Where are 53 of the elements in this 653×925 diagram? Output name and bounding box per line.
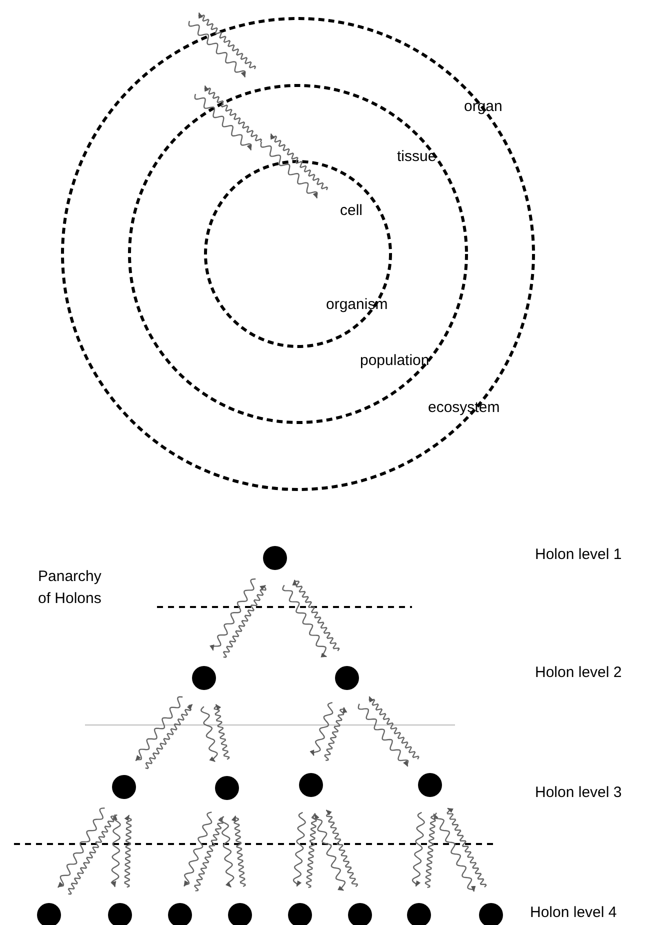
holon-dot bbox=[37, 903, 61, 925]
holon-dot bbox=[418, 773, 442, 797]
wavy-arrow bbox=[358, 704, 409, 767]
wavy-arrow bbox=[446, 808, 487, 888]
wavy-arrow bbox=[184, 812, 212, 887]
holon-dot bbox=[215, 776, 239, 800]
wavy-arrow bbox=[124, 814, 132, 888]
level-label: population bbox=[360, 352, 430, 369]
wavy-arrow bbox=[282, 584, 328, 658]
wavy-arrow bbox=[58, 808, 105, 888]
wavy-arrow bbox=[312, 812, 346, 891]
holon-dot bbox=[168, 903, 192, 925]
level-label: cell bbox=[340, 202, 363, 219]
holon-dot bbox=[299, 773, 323, 797]
level-label: organism bbox=[326, 296, 388, 313]
wavy-arrow bbox=[110, 814, 121, 888]
wavy-arrow bbox=[292, 579, 340, 652]
level-label: Holon level 3 bbox=[535, 784, 622, 801]
diagram-note: Panarchy of Holons bbox=[38, 567, 102, 609]
wavy-arrow bbox=[326, 810, 358, 888]
holon-dot bbox=[112, 775, 136, 799]
level-label: Holon level 1 bbox=[535, 546, 622, 563]
wavy-arrow bbox=[68, 814, 118, 895]
level-label: ecosystem bbox=[428, 399, 500, 416]
wavy-arrow bbox=[424, 813, 438, 888]
holon-dot bbox=[228, 903, 252, 925]
wavy-arrow bbox=[145, 704, 193, 770]
wavy-arrow bbox=[292, 812, 306, 887]
wavy-arrow bbox=[210, 578, 256, 651]
wavy-arrow bbox=[194, 816, 224, 892]
holon-dot bbox=[348, 903, 372, 925]
wavy-arrow bbox=[310, 702, 334, 756]
wavy-arrow bbox=[220, 816, 234, 888]
wavy-arrow bbox=[222, 585, 266, 658]
wavy-arrow bbox=[214, 704, 230, 760]
level-label: organ bbox=[464, 98, 502, 115]
wavy-arrow bbox=[434, 812, 476, 892]
wavy-arrow bbox=[412, 812, 425, 887]
holon-dot bbox=[263, 546, 287, 570]
holon-dot bbox=[479, 903, 503, 925]
holon-dot bbox=[288, 903, 312, 925]
wavy-arrow bbox=[200, 706, 218, 762]
wavy-arrow bbox=[135, 696, 183, 762]
wavy-arrow bbox=[324, 706, 348, 761]
holon-dot bbox=[108, 903, 132, 925]
holon-dot bbox=[407, 903, 431, 925]
wavy-arrow bbox=[368, 696, 420, 760]
holon-dot bbox=[192, 666, 216, 690]
level-label: Holon level 4 bbox=[530, 904, 617, 921]
level-label: Holon level 2 bbox=[535, 664, 622, 681]
wavy-arrow bbox=[231, 815, 246, 888]
holon-dot bbox=[335, 666, 359, 690]
wavy-arrow bbox=[306, 813, 320, 888]
